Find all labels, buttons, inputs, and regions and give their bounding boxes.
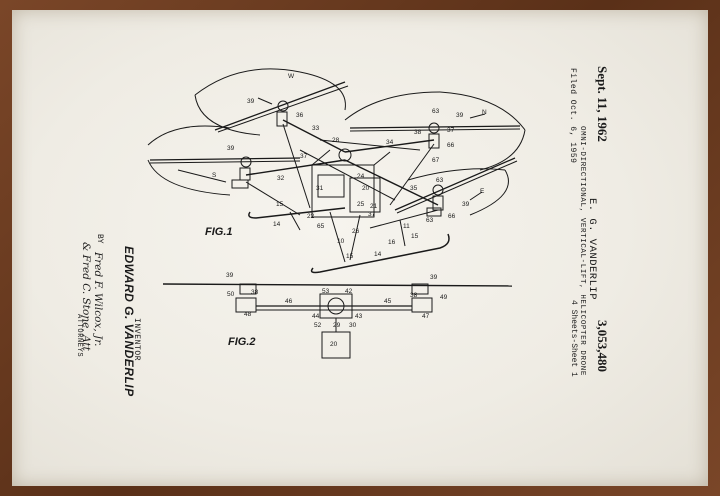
rotor-blade-n bbox=[349, 125, 521, 129]
reference-numeral: 39 bbox=[462, 201, 470, 208]
reference-numeral: 39 bbox=[226, 272, 234, 279]
fig2-payload-box bbox=[321, 331, 351, 359]
reference-numeral: 52 bbox=[314, 322, 322, 329]
reference-numeral: 39 bbox=[430, 274, 438, 281]
landing-skid-left bbox=[248, 207, 346, 219]
reference-numeral: 42 bbox=[345, 288, 353, 295]
reference-numeral: 35 bbox=[410, 185, 418, 192]
reference-numeral: 20 bbox=[362, 185, 370, 192]
reference-numeral: 63 bbox=[432, 108, 440, 115]
reference-numeral: 37 bbox=[368, 211, 376, 218]
reference-numeral: 11 bbox=[403, 223, 410, 230]
fig2-left-hub bbox=[239, 283, 257, 295]
rotor-blade-s bbox=[149, 157, 301, 161]
reference-numeral: 25 bbox=[357, 201, 365, 208]
rotor-sweep-arc bbox=[147, 125, 231, 146]
reference-numeral: 30 bbox=[349, 322, 357, 329]
patent-sheet bbox=[12, 10, 708, 486]
reference-numeral: 48 bbox=[244, 311, 252, 318]
reference-numeral: E bbox=[480, 188, 485, 195]
reference-numeral: 66 bbox=[448, 213, 456, 220]
reference-numeral: 38 bbox=[414, 129, 422, 136]
rotor-blade-w bbox=[214, 81, 346, 131]
reference-numeral: 63 bbox=[426, 217, 434, 224]
reference-numeral: 39 bbox=[247, 98, 255, 105]
frame-boom bbox=[282, 119, 346, 153]
reference-numeral: 36 bbox=[296, 112, 304, 119]
reference-numeral: 22 bbox=[307, 213, 315, 220]
central-gearbox bbox=[338, 148, 352, 162]
reference-numeral: 39 bbox=[227, 145, 235, 152]
reference-numeral: 20 bbox=[330, 341, 338, 348]
fig1-labels: FIG.1 FIG.2 bbox=[205, 226, 256, 348]
reference-numeral: 37 bbox=[300, 153, 308, 160]
reference-numeral: 33 bbox=[312, 125, 320, 132]
reference-numeral: 53 bbox=[322, 288, 330, 295]
reference-numeral: 65 bbox=[317, 223, 325, 230]
reference-numeral: 15 bbox=[411, 233, 419, 240]
reference-numeral: 14 bbox=[273, 221, 281, 228]
reference-numeral: 45 bbox=[384, 298, 392, 305]
rotor-sweep-arc bbox=[194, 68, 301, 96]
reference-numeral: 47 bbox=[422, 313, 430, 320]
reference-numeral: 10 bbox=[337, 238, 345, 245]
reference-numeral: N bbox=[482, 109, 487, 116]
reference-numeral: 43 bbox=[355, 313, 363, 320]
fig2-rotor-line bbox=[162, 283, 513, 287]
reference-numeral: 31 bbox=[316, 185, 324, 192]
reference-numeral: 14 bbox=[374, 251, 382, 258]
reference-numeral: 67 bbox=[432, 157, 440, 164]
reference-numeral: 29 bbox=[333, 322, 341, 329]
fig2-label: FIG.2 bbox=[228, 336, 256, 348]
reference-numeral: 15 bbox=[346, 253, 354, 260]
reference-numeral: 66 bbox=[447, 142, 455, 149]
reference-numeral: 16 bbox=[388, 239, 396, 246]
reference-numeral: 28 bbox=[332, 137, 340, 144]
reference-numeral: 24 bbox=[357, 173, 365, 180]
landing-skid-right bbox=[310, 233, 450, 274]
reference-numeral: 32 bbox=[277, 175, 285, 182]
reference-numeral: S bbox=[212, 172, 217, 179]
fig2-right-hub bbox=[411, 283, 429, 295]
reference-numeral: 26 bbox=[352, 228, 360, 235]
engine-housing bbox=[311, 164, 375, 218]
reference-numeral: 15 bbox=[276, 201, 284, 208]
reference-numeral: 44 bbox=[312, 313, 320, 320]
fig2-reference-numbers: 39 39 50 38 46 53 42 38 49 48 44 52 29 43 45 47 20 30 bbox=[226, 272, 448, 348]
reference-numeral: 37 bbox=[447, 127, 455, 134]
rotor-sweep-arc bbox=[344, 91, 441, 121]
reference-numeral: 38 bbox=[251, 289, 259, 296]
rotor-hub bbox=[277, 100, 289, 112]
reference-numeral: 39 bbox=[456, 112, 464, 119]
reference-numeral: 38 bbox=[410, 292, 418, 299]
reference-numeral: 34 bbox=[386, 139, 394, 146]
reference-numeral: 50 bbox=[227, 291, 235, 298]
reference-numeral: 63 bbox=[436, 177, 444, 184]
reference-numeral: 46 bbox=[285, 298, 293, 305]
rotor-blade-e bbox=[394, 157, 516, 211]
reference-numeral: 49 bbox=[440, 294, 448, 301]
reference-numeral: W bbox=[288, 73, 295, 80]
reference-numeral: 21 bbox=[370, 203, 378, 210]
fig1-label: FIG.1 bbox=[205, 226, 233, 238]
